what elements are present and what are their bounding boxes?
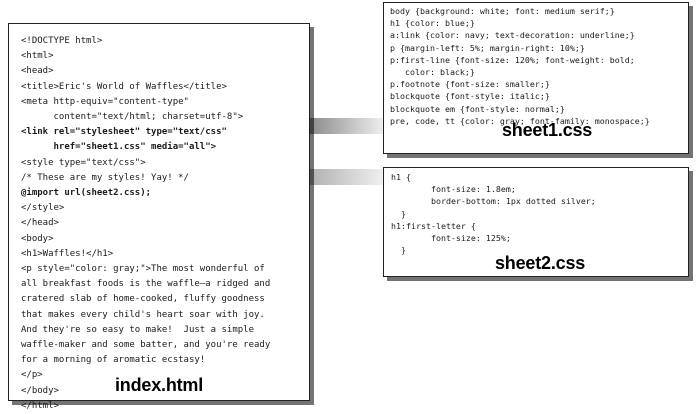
- code-line: blockquote {font-style: italic;}: [390, 91, 550, 102]
- code-line: <p style="color: gray;">The most wonderf…: [21, 264, 265, 275]
- code-line: p.footnote {font-size: smaller;}: [390, 79, 550, 90]
- code-line: border-bottom: 1px dotted silver;: [391, 196, 596, 207]
- sheet1-css-panel: body {background: white; font: medium se…: [383, 2, 689, 154]
- sheet1-css-label: sheet1.css: [502, 120, 593, 140]
- code-line: pre, code, tt {color: gray; font-family:…: [390, 115, 650, 126]
- code-line: a:link {color: navy; text-decoration: un…: [390, 30, 635, 41]
- code-line: font-size: 1.8em;: [391, 184, 516, 195]
- code-line: p {margin-left: 5%; margin-right: 10%;}: [390, 42, 585, 53]
- index-html-label: index.html: [115, 375, 204, 395]
- code-line: font-size: 125%;: [391, 233, 511, 244]
- code-line: </style>: [21, 203, 65, 214]
- code-line: content="text/html; charset=utf-8">: [21, 112, 244, 123]
- code-line: blockquote em {font-style: normal;}: [390, 103, 565, 114]
- code-line: <h1>Waffles!</h1>: [21, 248, 114, 259]
- code-line: <html>: [21, 51, 54, 62]
- code-line: </head>: [21, 218, 59, 229]
- code-line: /* These are my styles! Yay! */: [21, 172, 189, 183]
- link-element-line: <link rel="stylesheet" type="text/css": [21, 127, 227, 138]
- code-line: <meta http-equiv="content-type": [21, 96, 189, 107]
- sheet2-css-code: h1 { font-size: 1.8em; border-bottom: 1p…: [391, 171, 596, 256]
- code-line: </body>: [21, 385, 59, 396]
- code-line: for a morning of aromatic ecstasy!: [21, 355, 206, 366]
- code-line: </html>: [21, 400, 59, 411]
- code-line: And they're so easy to make! Just a simp…: [21, 324, 254, 335]
- code-line: h1 {color: blue;}: [390, 18, 475, 29]
- code-line: p:first-line {font-size: 120%; font-weig…: [390, 54, 635, 65]
- code-line: <body>: [21, 233, 54, 244]
- index-html-panel: <!DOCTYPE html> <html> <head> <title>Eri…: [8, 23, 310, 411]
- code-line: all breakfast foods is the waffle—a ridg…: [21, 279, 271, 290]
- code-line: }: [391, 245, 406, 256]
- code-line: h1 {: [391, 172, 411, 182]
- code-line: <!DOCTYPE html>: [21, 36, 103, 46]
- code-line: cratered slab of home-cooked, fluffy goo…: [21, 294, 265, 305]
- code-line: that makes every child's heart soar with…: [21, 309, 265, 320]
- code-line: }: [391, 208, 406, 219]
- code-line: color: black;}: [390, 67, 475, 78]
- code-line: <style type="text/css">: [21, 157, 146, 168]
- index-html-code: <!DOCTYPE html> <html> <head> <title>Eri…: [21, 34, 270, 414]
- code-line: </p>: [21, 370, 43, 381]
- code-line: body {background: white; font: medium se…: [390, 6, 615, 16]
- sheet2-css-panel: h1 { font-size: 1.8em; border-bottom: 1p…: [383, 167, 689, 277]
- code-line: h1:first-letter {: [391, 220, 476, 231]
- code-line: <head>: [21, 66, 54, 77]
- code-line: <title>Eric's World of Waffles</title>: [21, 81, 227, 92]
- sheet2-css-label: sheet2.css: [495, 253, 586, 273]
- sheet1-css-code: body {background: white; font: medium se…: [390, 5, 650, 127]
- code-line: waffle-maker and some batter, and you're…: [21, 340, 271, 351]
- link-element-line: href="sheet1.css" media="all">: [21, 142, 217, 153]
- import-rule-line: @import url(sheet2.css);: [21, 188, 152, 199]
